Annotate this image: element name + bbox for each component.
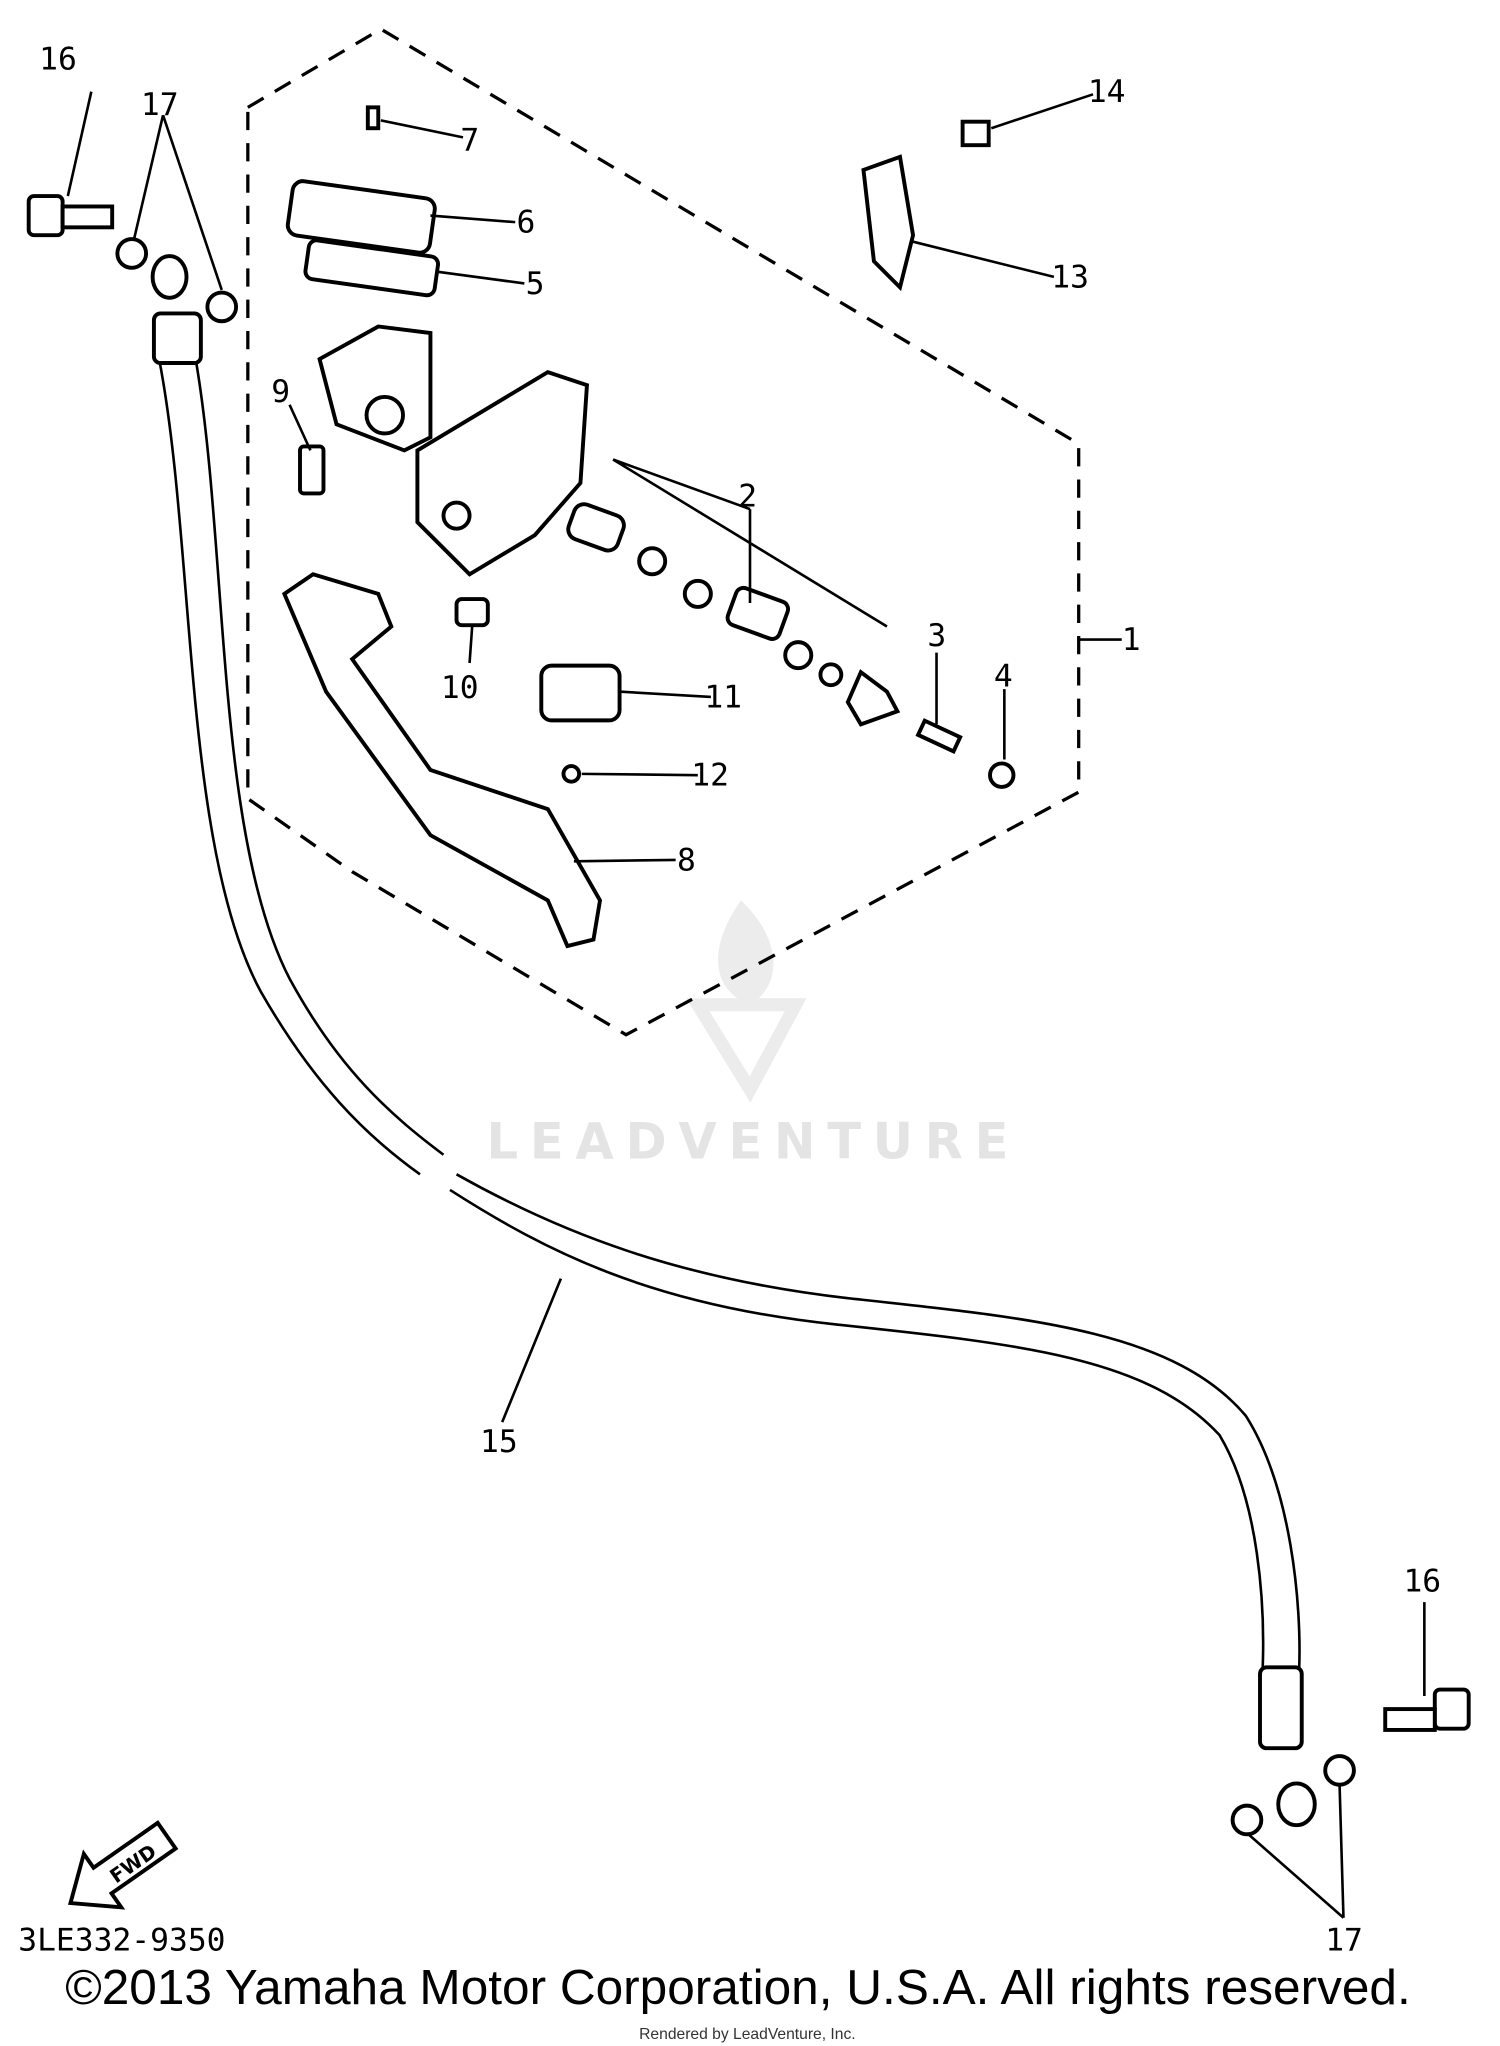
rendered-by-note: Rendered by LeadVenture, Inc. [639,2026,856,2043]
callout-2: 2 [738,478,757,514]
bleed-screw [915,718,963,755]
washer [1230,1803,1264,1837]
cup [637,546,668,577]
callout-16-bottom: 16 [1403,1564,1441,1600]
circlip [818,662,844,688]
washer [115,237,149,270]
switch-screw [561,764,582,784]
holder-clamp [861,154,916,292]
callout-7: 7 [460,122,479,158]
piston [725,585,791,641]
boot [845,669,901,727]
watermark-text: LEADVENTURE [487,1113,1021,1171]
callout-9: 9 [271,374,290,410]
union-bolt-top [26,194,115,238]
brake-lever [281,572,603,949]
leader-lines [66,91,1426,1919]
callout-10: 10 [441,670,479,706]
callouts: 1 2 3 4 5 6 7 8 9 10 11 12 13 14 15 16 1… [39,42,1441,1959]
brake-switch [539,663,622,723]
screw [365,105,381,131]
callout-3: 3 [927,618,946,654]
callout-16-top: 16 [39,42,77,78]
callout-5: 5 [526,266,545,302]
reservoir-cap [285,179,437,255]
holder-bolt [960,119,991,148]
cup [682,578,713,609]
callout-8: 8 [677,842,696,878]
callout-14: 14 [1088,74,1126,110]
port [364,394,405,436]
copyright-notice: ©2013 Yamaha Motor Corporation, U.S.A. A… [65,1959,1411,2015]
washer [205,290,239,324]
bolt [298,444,326,496]
diaphragm [303,238,440,298]
assembly-boundary [246,27,1081,1037]
nut [454,597,490,628]
callout-15: 15 [480,1424,518,1460]
washer [1323,1754,1356,1787]
pivot-hole [441,500,472,531]
callout-4: 4 [994,658,1013,694]
callout-11: 11 [704,679,742,715]
cap [988,761,1016,789]
callout-6: 6 [517,205,536,241]
diagram-code: 3LE332-9350 [18,1922,225,1958]
callout-12: 12 [691,758,729,794]
lever-bracket [415,369,590,577]
spring [566,502,626,553]
fwd-arrow-icon: FWD [67,1820,179,1910]
seal [783,640,814,671]
callout-17-top: 17 [141,87,179,123]
union-bolt-bottom [1383,1687,1471,1732]
callout-1: 1 [1122,622,1141,658]
brake-hose [150,254,1317,1828]
callout-13: 13 [1051,259,1089,295]
callout-17-bottom: 17 [1325,1922,1363,1958]
